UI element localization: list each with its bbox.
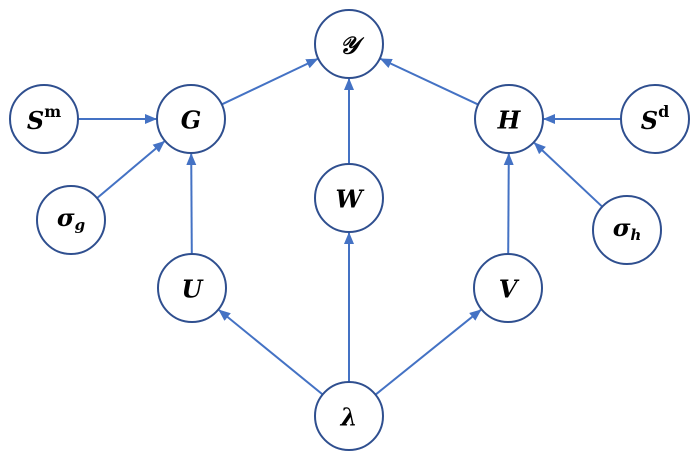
node-v-label: V bbox=[499, 275, 520, 304]
edge-h-to-y bbox=[379, 57, 479, 106]
node-u: U bbox=[157, 253, 227, 323]
node-y-circle bbox=[314, 9, 384, 79]
node-v: V bbox=[473, 253, 543, 323]
node-s-m-circle bbox=[9, 84, 79, 154]
node-lambda: λ bbox=[314, 381, 384, 451]
node-w-label: W bbox=[336, 185, 365, 214]
edge-sg-to-g bbox=[96, 140, 165, 199]
node-y: 𝒴 bbox=[314, 9, 384, 79]
node-s-m-label: Sm bbox=[27, 102, 61, 135]
node-sigma-h-label: σh bbox=[613, 213, 642, 245]
node-s-d-circle bbox=[620, 84, 690, 154]
node-sigma-h-circle bbox=[592, 195, 662, 265]
node-h-circle bbox=[474, 84, 544, 154]
node-h: H bbox=[474, 84, 544, 154]
edge-sh-to-h bbox=[533, 142, 603, 208]
node-w-circle bbox=[314, 163, 384, 233]
node-s-m: Sm bbox=[9, 84, 79, 154]
node-u-circle bbox=[157, 253, 227, 323]
node-v-circle bbox=[473, 253, 543, 323]
node-g-label: G bbox=[181, 106, 202, 135]
node-sigma-h: σh bbox=[592, 195, 662, 265]
node-w: W bbox=[314, 163, 384, 233]
edge-v-to-h bbox=[503, 152, 514, 255]
node-sigma-g: σg bbox=[36, 185, 106, 255]
edge-g-to-y bbox=[221, 58, 319, 106]
node-sigma-g-circle bbox=[36, 185, 106, 255]
node-sigma-g-label: σg bbox=[57, 203, 85, 235]
node-s-d: Sd bbox=[620, 84, 690, 154]
node-h-label: H bbox=[497, 106, 522, 135]
edge-lam-to-v bbox=[374, 309, 482, 396]
edge-u-to-g bbox=[186, 152, 197, 255]
node-lambda-circle bbox=[314, 381, 384, 451]
node-lambda-label: λ bbox=[340, 403, 358, 432]
node-g-circle bbox=[156, 84, 226, 154]
edge-lam-to-u bbox=[218, 309, 324, 396]
node-s-d-label: Sd bbox=[641, 102, 670, 135]
node-g: G bbox=[156, 84, 226, 154]
node-u-label: U bbox=[182, 275, 205, 304]
edges bbox=[78, 57, 621, 396]
